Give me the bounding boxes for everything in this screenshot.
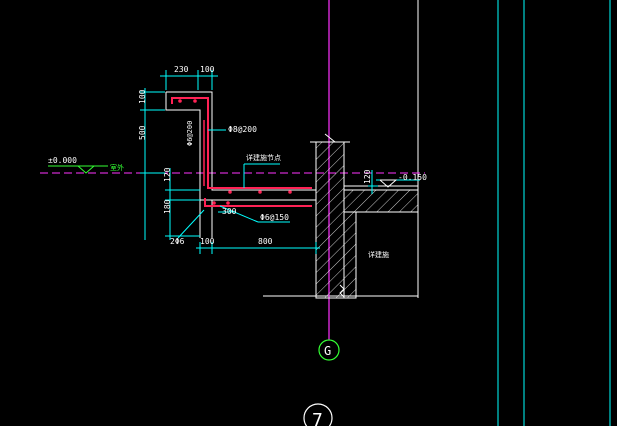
level-marker-left xyxy=(48,165,108,174)
note-top: 详建施节点 xyxy=(246,153,281,162)
bottom-bars-label: 2Φ6 xyxy=(170,237,185,246)
dim-left-180: 180 xyxy=(163,199,172,214)
level-zero-label: ±0.000 xyxy=(48,156,77,165)
dim-right-120: 120 xyxy=(363,169,372,184)
dimension-lines xyxy=(140,70,420,254)
grid-bubble-7-label: 7 xyxy=(312,410,323,426)
dim-mid-300: 300 xyxy=(222,207,237,216)
canopy-outline xyxy=(165,91,316,238)
dim-left-100: 100 xyxy=(138,89,147,104)
rebar-bottom-label: Φ6@150 xyxy=(260,213,289,222)
dim-left-120: 120 xyxy=(163,167,172,182)
level-right-label: -0.150 xyxy=(398,173,427,182)
rebar xyxy=(171,97,312,207)
rebar-stirrup-label: Φ8@200 xyxy=(228,125,257,134)
level-marker-right xyxy=(379,179,398,188)
grid-bubble-g-label: G xyxy=(324,344,331,358)
dim-bottom-100: 100 xyxy=(200,237,215,246)
note-right: 详建施 xyxy=(368,250,389,259)
dim-top-100: 100 xyxy=(200,65,215,74)
dim-top-230: 230 xyxy=(174,65,189,74)
dim-left-500: 500 xyxy=(138,125,147,140)
frame-lines xyxy=(263,0,611,426)
wall-section xyxy=(310,133,419,299)
level-outdoor-label: 室外 xyxy=(110,163,124,172)
grid-bubble-g: G xyxy=(318,339,340,361)
rebar-vertical-label: Φ6@200 xyxy=(186,121,194,146)
grid-bubble-7: 7 xyxy=(303,403,333,426)
dim-bottom-800: 800 xyxy=(258,237,273,246)
